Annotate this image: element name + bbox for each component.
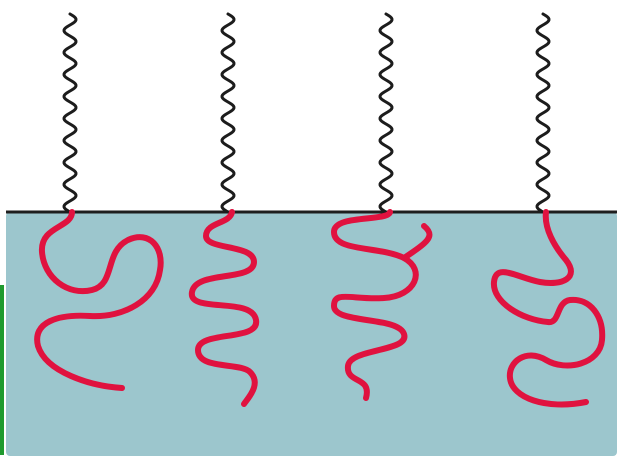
wavy-tail-2	[222, 14, 234, 212]
wavy-tail-1	[64, 14, 76, 212]
liquid-region	[6, 212, 617, 456]
left-edge-marker	[0, 285, 4, 455]
wavy-tail-4	[537, 14, 549, 212]
wavy-tail-3	[380, 14, 392, 212]
